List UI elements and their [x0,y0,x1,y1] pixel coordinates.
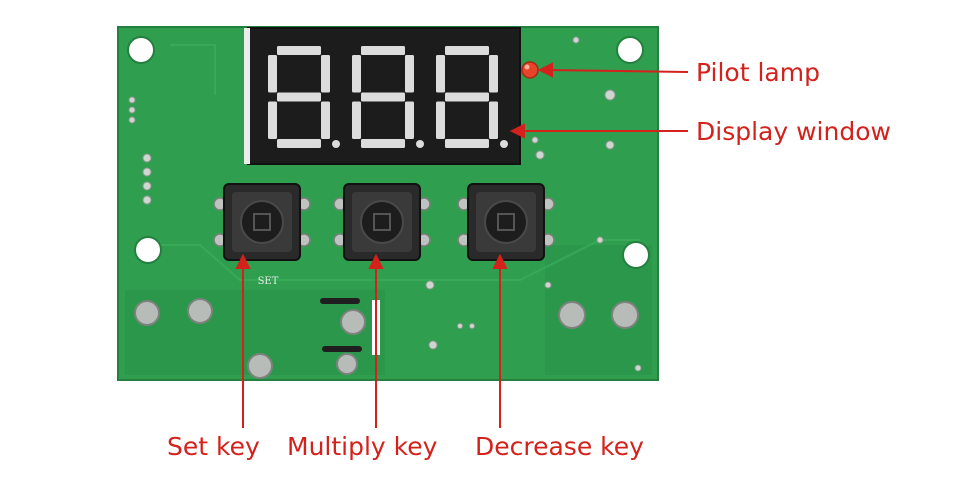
digit-2-segment [405,101,414,139]
digit-1-segment [277,46,321,55]
multiply-key-button[interactable] [333,183,431,261]
digit-2-segment [405,55,414,93]
digit-3-segment [436,55,445,93]
pilot-lamp-arrow [547,69,689,73]
digit-3-segment [445,46,489,55]
button-cap[interactable] [240,200,284,244]
pilot-lamp-glint [524,64,530,70]
button-cap[interactable] [360,200,404,244]
pilot-lamp-led [521,61,539,79]
button-cap-mark [497,213,515,231]
digit-3-segment [445,139,489,148]
digit-3-segment [489,101,498,139]
digit-3-segment [489,55,498,93]
digit-3-segment [445,92,489,102]
mounting-hole [127,36,155,64]
pilot-lamp-arrowhead [537,62,553,78]
digit-1-segment [268,101,277,139]
set-key-label: Set key [167,432,260,461]
digit-3-segment [436,101,445,139]
vias [128,36,642,372]
digit-1-segment [277,139,321,148]
digit-1-segment [268,55,277,93]
decrease-key-arrowhead [492,253,508,269]
button-cap-mark [373,213,391,231]
solder-pads [134,298,639,379]
set-key-button[interactable] [213,183,311,261]
digit-1-decimal-point [332,140,340,148]
trace-line [160,44,640,281]
display-window-arrowhead [509,123,525,139]
display-bezel-tab [244,28,250,164]
silkscreen-set-label: SET [258,276,279,287]
multiply-key-label: Multiply key [287,432,438,461]
display-window-label: Display window [696,117,891,146]
digit-2-decimal-point [416,140,424,148]
digit-2-segment [361,92,405,102]
button-cap[interactable] [484,200,528,244]
multiply-key-arrowhead [368,253,384,269]
slot-marks [320,298,362,352]
digit-2-segment [352,101,361,139]
mounting-hole [134,236,162,264]
digit-1-segment [321,55,330,93]
mounting-hole [622,241,650,269]
digit-2-segment [352,55,361,93]
copper-pour-right [545,245,652,375]
mounting-hole [616,36,644,64]
set-key-arrowhead [235,253,251,269]
decrease-key-button[interactable] [457,183,555,261]
digit-2-segment [361,46,405,55]
decrease-key-label: Decrease key [475,432,644,461]
pilot-lamp-label: Pilot lamp [696,58,820,87]
digit-1-segment [277,92,321,102]
digit-3-decimal-point [500,140,508,148]
digit-2-segment [361,139,405,148]
digit-1-segment [321,101,330,139]
button-cap-mark [253,213,271,231]
callout-arrows [235,62,689,428]
seven-segment-digits [268,46,508,148]
button-row [213,183,555,261]
